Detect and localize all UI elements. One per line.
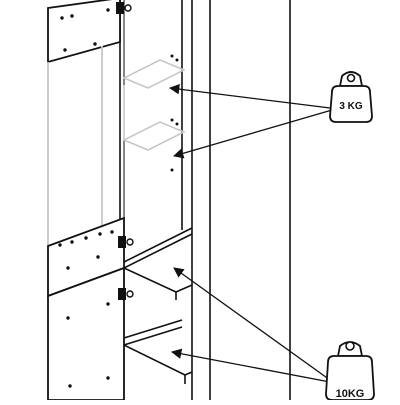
- arrow-upper-shelf-2: [173, 109, 333, 159]
- arrow-upper-shelf-1: [168, 84, 331, 109]
- peg-holes-upper: [170, 54, 179, 172]
- arrow-lower-shelf-1: [173, 267, 331, 381]
- lower-shelves: [123, 227, 193, 384]
- shelf-upper-2: [122, 121, 186, 151]
- upper-door: [47, 0, 121, 245]
- weight-3kg-label: 3 KG: [339, 101, 363, 112]
- cabinet-body: [119, 0, 291, 400]
- weight-3kg-icon: 3 KG: [329, 71, 373, 123]
- shelf-lower-2-back: [123, 319, 183, 339]
- shelf-upper-1: [122, 59, 186, 89]
- middle-door-holes: [58, 230, 114, 280]
- middle-hinge: [118, 236, 134, 248]
- arrow-lower-shelf-2: [170, 348, 331, 383]
- shelf-lower-1-back: [123, 227, 193, 263]
- upper-shelves: [122, 59, 186, 151]
- load-arrows: [168, 84, 333, 383]
- lower-hinge: [118, 288, 134, 300]
- weight-10kg-label: 10KG: [336, 388, 365, 400]
- upper-door-holes: [60, 8, 110, 52]
- upper-hinge: [116, 2, 132, 14]
- lower-door-holes: [66, 302, 110, 388]
- weight-10kg-icon: 10KG: [325, 341, 375, 401]
